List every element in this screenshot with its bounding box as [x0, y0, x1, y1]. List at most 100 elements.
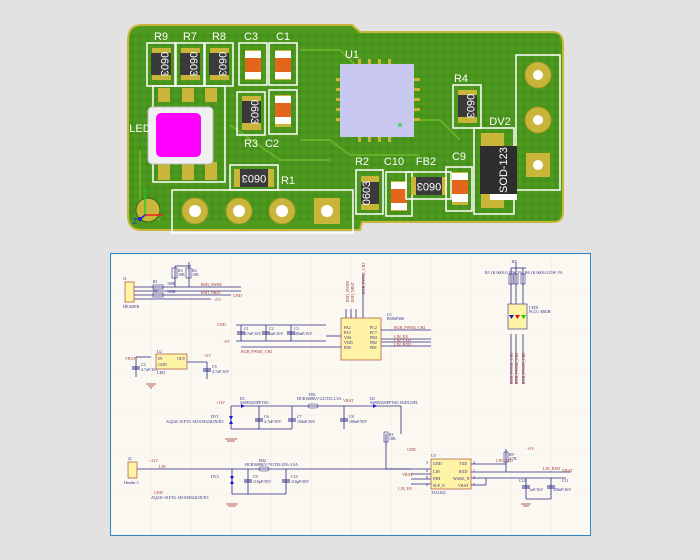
- net-5v: +5V: [214, 297, 221, 302]
- net-lin-rxd: LIN_RXD: [543, 466, 560, 471]
- mcu-name: BS66F360: [387, 316, 404, 321]
- sch-c4: C4 4.7uF/16V: [132, 362, 158, 372]
- d2-ref: D2: [370, 396, 375, 401]
- designator-dv2: DV2: [489, 116, 510, 128]
- c9-value: 110pF/50V: [253, 479, 271, 484]
- c10-ref: C10: [291, 474, 298, 479]
- axis-z-label: Z: [133, 217, 138, 226]
- pcb-header-bottom: [171, 189, 354, 234]
- pcb-resistor-r4: 0603: [452, 84, 482, 129]
- r2-value: 100R: [167, 289, 176, 294]
- lin-tx-pin-num: 1: [473, 468, 475, 473]
- designator-c9: C9: [452, 151, 466, 163]
- sch-d2: D2 SS8P2203PFTSG SOD123FL: [370, 396, 419, 408]
- fb1-ref: FB1: [309, 392, 316, 397]
- ldo-pin: IN: [158, 356, 162, 361]
- pcb-cap-c10: [385, 171, 413, 217]
- d2-value: SS8P2203PFTSG SOD123FL: [370, 400, 419, 405]
- package-mark: 0603: [216, 52, 228, 76]
- mcu-pin: PB1: [370, 345, 377, 350]
- c2-ref: C2: [269, 326, 274, 331]
- sch-fb1: FB1 HCB1608KV-221T25 2.5A: [297, 392, 341, 409]
- r1-value: 100R: [167, 281, 176, 286]
- sch-c6: C6 4.7uF/50V: [255, 414, 281, 424]
- pcb-resistor-r9: 0603: [146, 42, 176, 87]
- j1-ref: J1: [123, 276, 127, 281]
- sch-c12: C12 1uF/16V: [519, 478, 543, 492]
- pcb-cap-c3: [238, 42, 268, 86]
- lin-tx-pin: RXD: [459, 469, 468, 474]
- c4-value: 4.7uF/16V: [141, 367, 158, 372]
- c12-value: 1uF/16V: [529, 487, 543, 492]
- c4-ref: C4: [141, 362, 146, 367]
- designator-c10: C10: [384, 156, 404, 168]
- designator-r1: R1: [281, 175, 295, 187]
- sch-r9: R9 4.7K: [503, 451, 517, 463]
- schematic-panel: J1 HEADER R3 10K R4 10K R1 100R R2 100R …: [110, 253, 591, 536]
- pcb-resistor-r1: 0603: [229, 164, 279, 191]
- sch-r4: R4 10K: [185, 267, 199, 279]
- designator-r7: R7: [183, 31, 197, 43]
- pcb-resistor-r7: 0603: [175, 42, 205, 87]
- sch-dv2: DV2 AQ24C-01FTG AD-ESD24LIN/D3: [151, 474, 234, 500]
- pcb-header-right: [515, 54, 561, 191]
- r10-value: 10K: [389, 436, 396, 441]
- net-lin-en: LIN_EN: [398, 486, 412, 491]
- net-rsd-nrst: RSD_NRST: [201, 290, 222, 295]
- c8-value: 100nF/50V: [349, 419, 367, 424]
- net-rgb-pwm3: RGB_PWM3_CH2: [521, 353, 526, 384]
- sch-dv1: DV1 AQ24C-01FTG AD-ESD24LIN/D3: [166, 414, 233, 424]
- pcb-led: [147, 85, 226, 183]
- designator-r3: R3: [244, 138, 258, 150]
- c11-value: 100nF/16V: [553, 487, 571, 492]
- lin-tx-pin-num: 4: [473, 460, 475, 465]
- net-vbat: VBAT: [125, 356, 136, 361]
- net-rsd-swim: RSD_SWIM: [201, 282, 222, 287]
- pcb-diode-dv2: SOD-123: [473, 127, 517, 215]
- lin-tx-pin: WAKE_N: [453, 476, 470, 481]
- rgb-name: PLCC-4RGB: [529, 309, 551, 314]
- sch-c11: C11 100nF/16V: [547, 478, 571, 492]
- package-mark: 0603: [242, 172, 266, 184]
- lin-tx-pin-num: 2: [426, 482, 428, 487]
- designator-u1: U1: [345, 49, 359, 61]
- net-12v: +12V: [149, 458, 158, 463]
- designator-fb2: FB2: [416, 156, 436, 168]
- net-vbat: VBAT: [402, 472, 413, 477]
- net-lin-rxd: LIN_RXD: [394, 342, 411, 347]
- net-gnd: GND: [407, 447, 416, 452]
- dv2-value: AQ24C-01FTG AD-ESD24LIN/D3: [151, 495, 208, 500]
- c1-ref: C1: [244, 326, 249, 331]
- mcu-pin: PB2: [370, 340, 377, 345]
- mcu-ref: U1: [387, 312, 392, 317]
- package-mark: 0603: [158, 52, 170, 76]
- c8-ref: C8: [349, 414, 354, 419]
- schematic-sheet: J1 HEADER R3 10K R4 10K R1 100R R2 100R …: [111, 254, 590, 535]
- sch-c10: C10 110pF/50V: [282, 474, 309, 484]
- c7-value: 100nF/50V: [297, 419, 315, 424]
- r10-ref: R1: [389, 432, 394, 437]
- designator-r4: R4: [454, 73, 468, 85]
- designator-r2: R2: [355, 156, 369, 168]
- r9-ref: R9: [509, 452, 514, 457]
- ldo-pin: OUT: [177, 356, 186, 361]
- c3-value: 100nF/16V: [294, 331, 312, 336]
- r3-value: 10K: [178, 272, 185, 277]
- net-rgb-pwm1: RGB_PWM1_CH1: [509, 353, 514, 384]
- sch-c7: C7 100nF/50V: [288, 414, 315, 424]
- r2-ref: R2: [153, 288, 158, 293]
- rgb-r5: R5 1K 0603 0.25W 1%: [485, 270, 523, 275]
- net-5v: +5V: [204, 353, 211, 358]
- sch-j1-header: J1 HEADER: [123, 276, 140, 309]
- sch-r2: R2 100R: [152, 288, 176, 298]
- axis-gizmo: Y Z: [133, 187, 163, 226]
- sch-j2-header: J2 Header 3: [124, 456, 139, 485]
- c6-ref: C6: [264, 414, 269, 419]
- net-vbat: VBAT: [562, 468, 573, 473]
- sch-r10: R1 10K: [383, 431, 396, 443]
- lin-tx-pin-num: 8: [426, 475, 428, 480]
- designator-c2: C2: [265, 138, 279, 150]
- designator-c3: C3: [244, 31, 258, 43]
- ldo-pin: GND: [158, 362, 167, 367]
- j1-name: HEADER: [123, 304, 140, 309]
